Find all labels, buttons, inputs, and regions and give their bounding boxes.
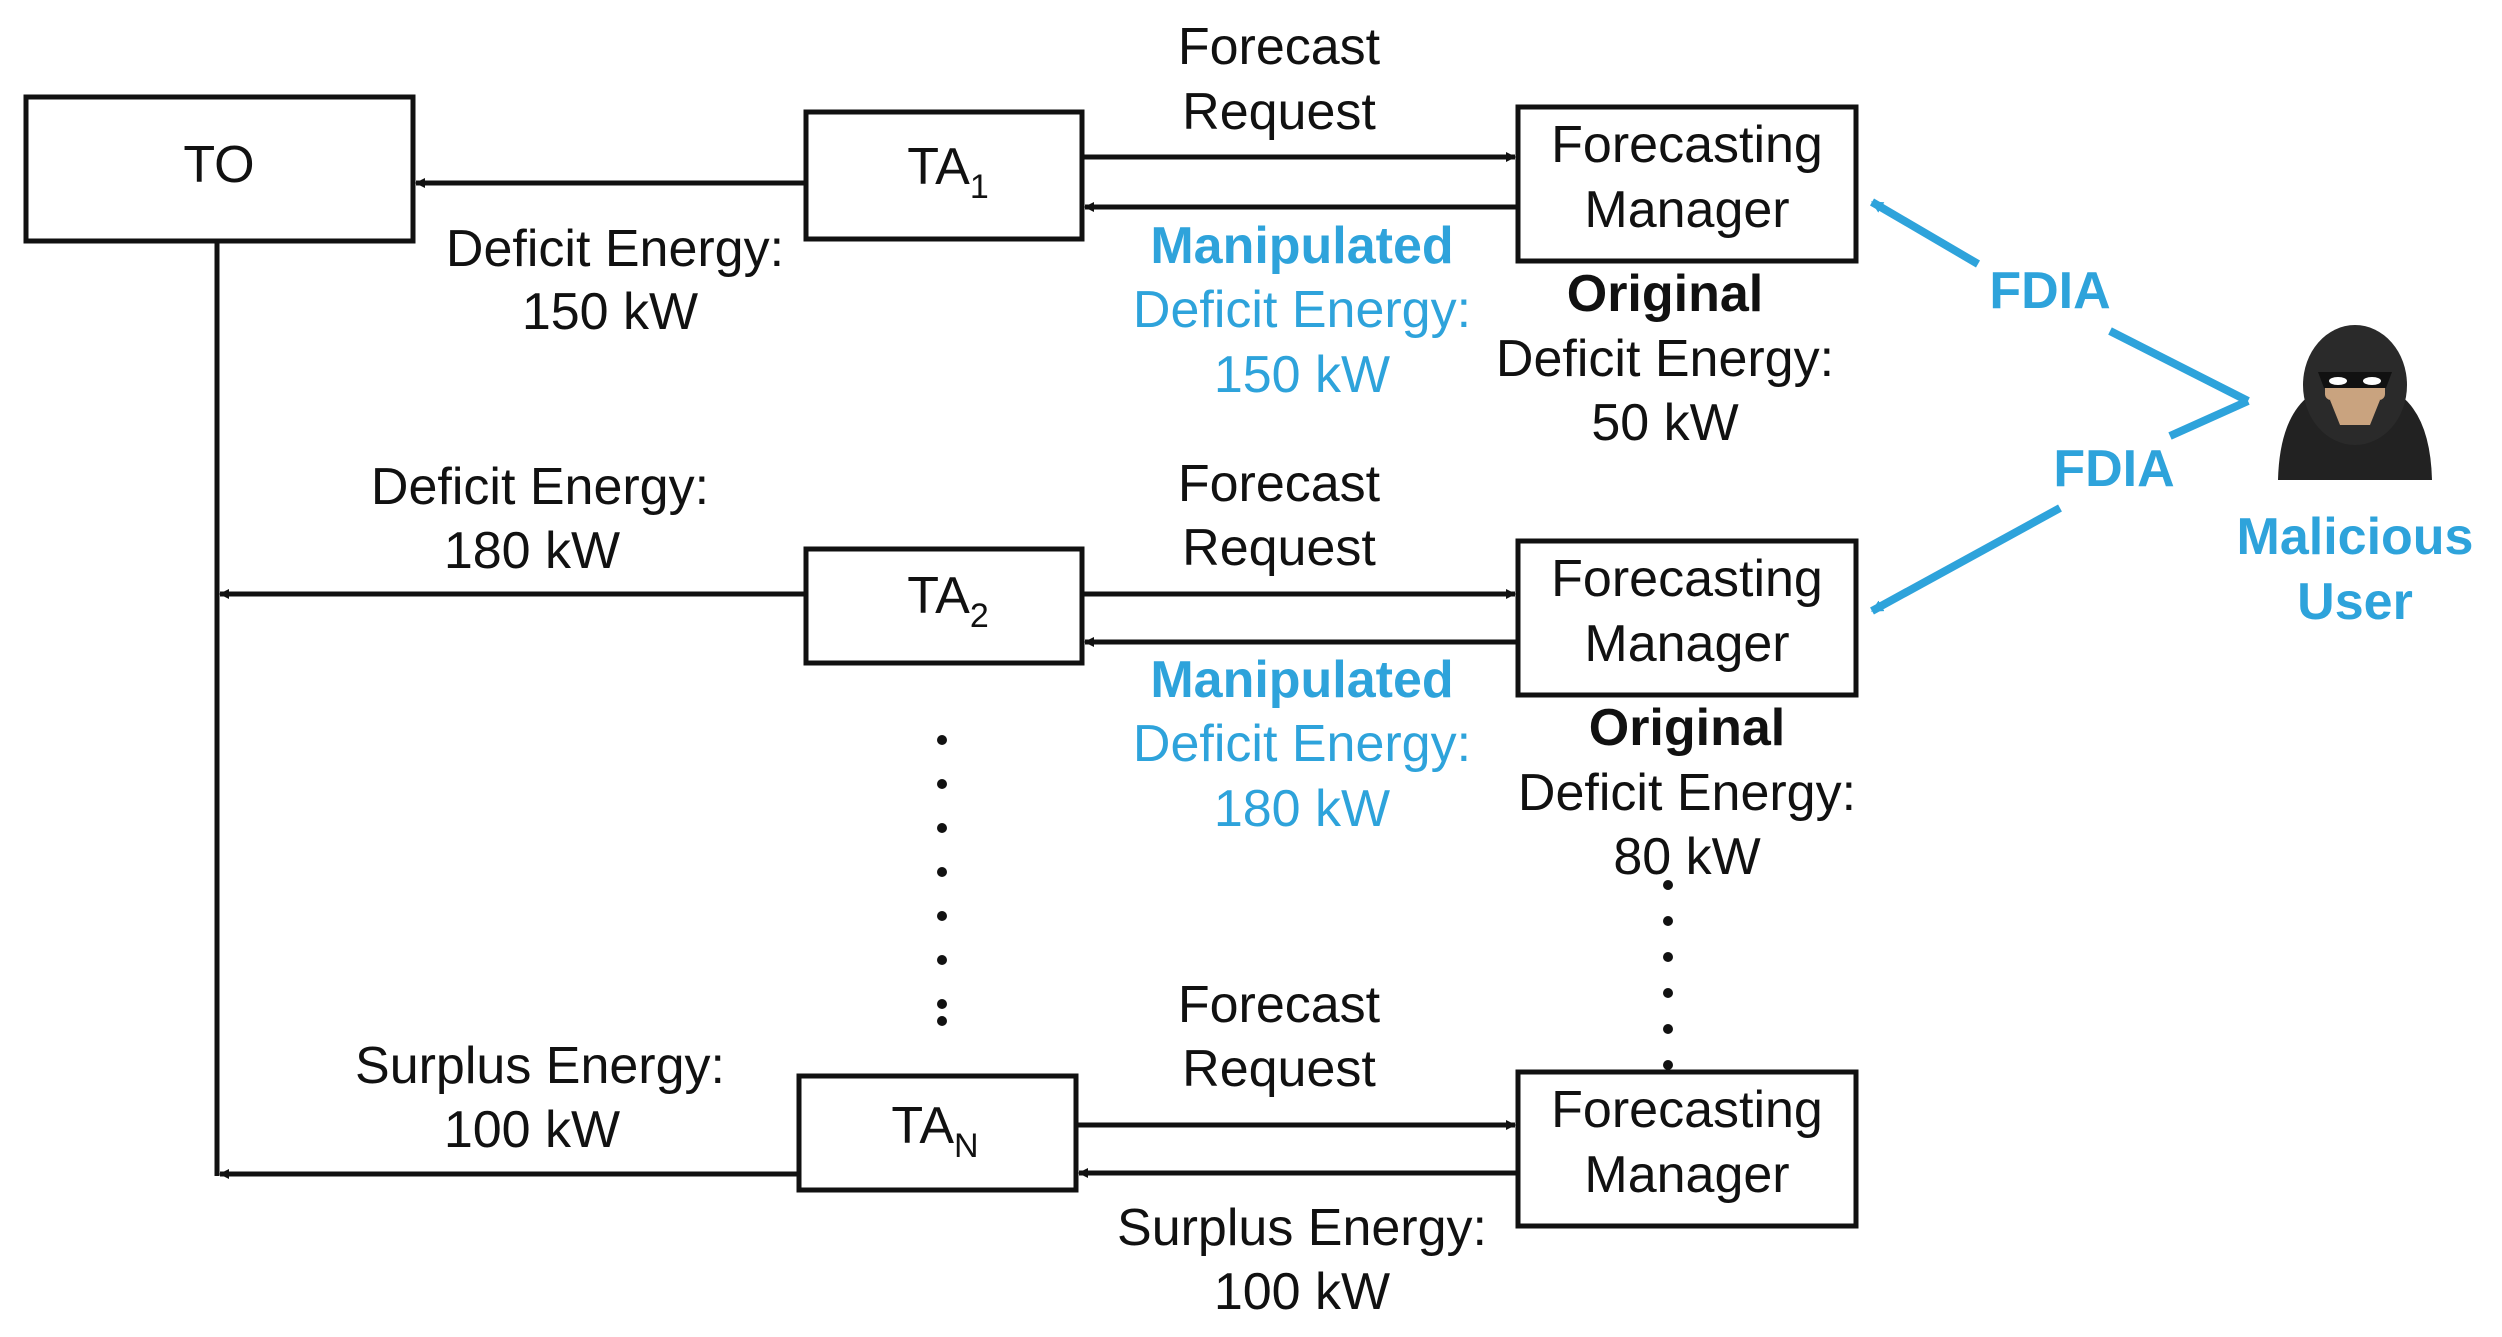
- forecasting-manager-box-1: [1515, 104, 1859, 264]
- fdia-attack-arrows: FDIA FDIA: [1869, 198, 2250, 615]
- forecasting-manager-box-n: [1515, 1069, 1859, 1229]
- ta-label-2: TA2: [907, 567, 989, 635]
- to-box: [23, 94, 416, 244]
- to-energy-label-nb: 100 kW: [444, 1101, 620, 1159]
- forecasting-manager-label-2a: Forecasting: [1551, 550, 1823, 608]
- fdia-arrow-bottom-head: [1870, 504, 2062, 615]
- forecasting-manager-label-nb: Manager: [1584, 1146, 1789, 1204]
- hooded-hacker-icon: [2278, 325, 2432, 480]
- request-label-1b: Request: [1182, 83, 1376, 141]
- forecasting-manager-label-na: Forecasting: [1551, 1081, 1823, 1139]
- original-heading-2: Original: [1589, 699, 1785, 757]
- fdia-arrow-top-head: [1869, 198, 1981, 268]
- to-energy-label-2a: Deficit Energy:: [371, 458, 709, 516]
- request-label-na: Forecast: [1178, 976, 1381, 1034]
- fdia-arrow-bottom: [2168, 397, 2250, 440]
- ta-box-2: [803, 546, 1085, 666]
- forecasting-manager-label-1b: Manager: [1584, 181, 1789, 239]
- fdia-label-top: FDIA: [1989, 262, 2110, 320]
- to-energy-label-2b: 180 kW: [444, 522, 620, 580]
- response-label-nb: 100 kW: [1214, 1263, 1390, 1321]
- forecasting-manager-n: Forecasting Manager: [1515, 1069, 1859, 1229]
- ta-ellipsis: [937, 735, 947, 1026]
- attacker-label-2: User: [2297, 573, 2413, 631]
- to-energy-label-na: Surplus Energy:: [355, 1037, 725, 1095]
- response-label-na: Surplus Energy:: [1117, 1199, 1487, 1257]
- request-label-1a: Forecast: [1178, 18, 1381, 76]
- to-energy-label-1a: Deficit Energy:: [446, 220, 784, 278]
- manipulated-value-2b: 180 kW: [1214, 780, 1390, 838]
- fdia-label-bottom: FDIA: [2053, 440, 2174, 498]
- manipulated-value-1a: Deficit Energy:: [1133, 281, 1471, 339]
- manipulated-heading-2: Manipulated: [1150, 651, 1453, 709]
- ta-label-n: TAN: [891, 1097, 978, 1165]
- ta-node-2: TA2: [803, 546, 1085, 666]
- request-label-nb: Request: [1182, 1040, 1376, 1098]
- request-label-2a: Forecast: [1178, 455, 1381, 513]
- manipulated-value-1b: 150 kW: [1214, 346, 1390, 404]
- forecasting-manager-label-2b: Manager: [1584, 615, 1789, 673]
- to-node: TO: [23, 94, 416, 244]
- ta-box-n: [796, 1073, 1079, 1193]
- ta-node-n: TAN: [796, 1073, 1079, 1193]
- original-value-1a: Deficit Energy:: [1496, 330, 1834, 388]
- ta-box-1: [803, 109, 1085, 242]
- forecasting-manager-box-2: [1515, 538, 1859, 698]
- original-value-1b: 50 kW: [1591, 394, 1738, 452]
- original-heading-1: Original: [1567, 265, 1763, 323]
- forecasting-manager-1: Forecasting Manager: [1515, 104, 1859, 264]
- original-value-2a: Deficit Energy:: [1518, 764, 1856, 822]
- attacker-label-1: Malicious: [2237, 508, 2474, 566]
- request-label-2b: Request: [1182, 519, 1376, 577]
- forecasting-manager-label-1a: Forecasting: [1551, 116, 1823, 174]
- manipulated-heading-1: Manipulated: [1150, 217, 1453, 275]
- to-energy-label-1b: 150 kW: [522, 283, 698, 341]
- original-value-2b: 80 kW: [1613, 828, 1760, 886]
- ta-label-1: TA1: [907, 138, 989, 206]
- manipulated-value-2a: Deficit Energy:: [1133, 715, 1471, 773]
- to-label: TO: [183, 136, 254, 194]
- forecasting-manager-2: Forecasting Manager: [1515, 538, 1859, 698]
- fdia-arrow-top: [2108, 327, 2250, 405]
- forecasting-manager-ellipsis: [1663, 880, 1673, 1070]
- ta-node-1: TA1: [803, 109, 1085, 242]
